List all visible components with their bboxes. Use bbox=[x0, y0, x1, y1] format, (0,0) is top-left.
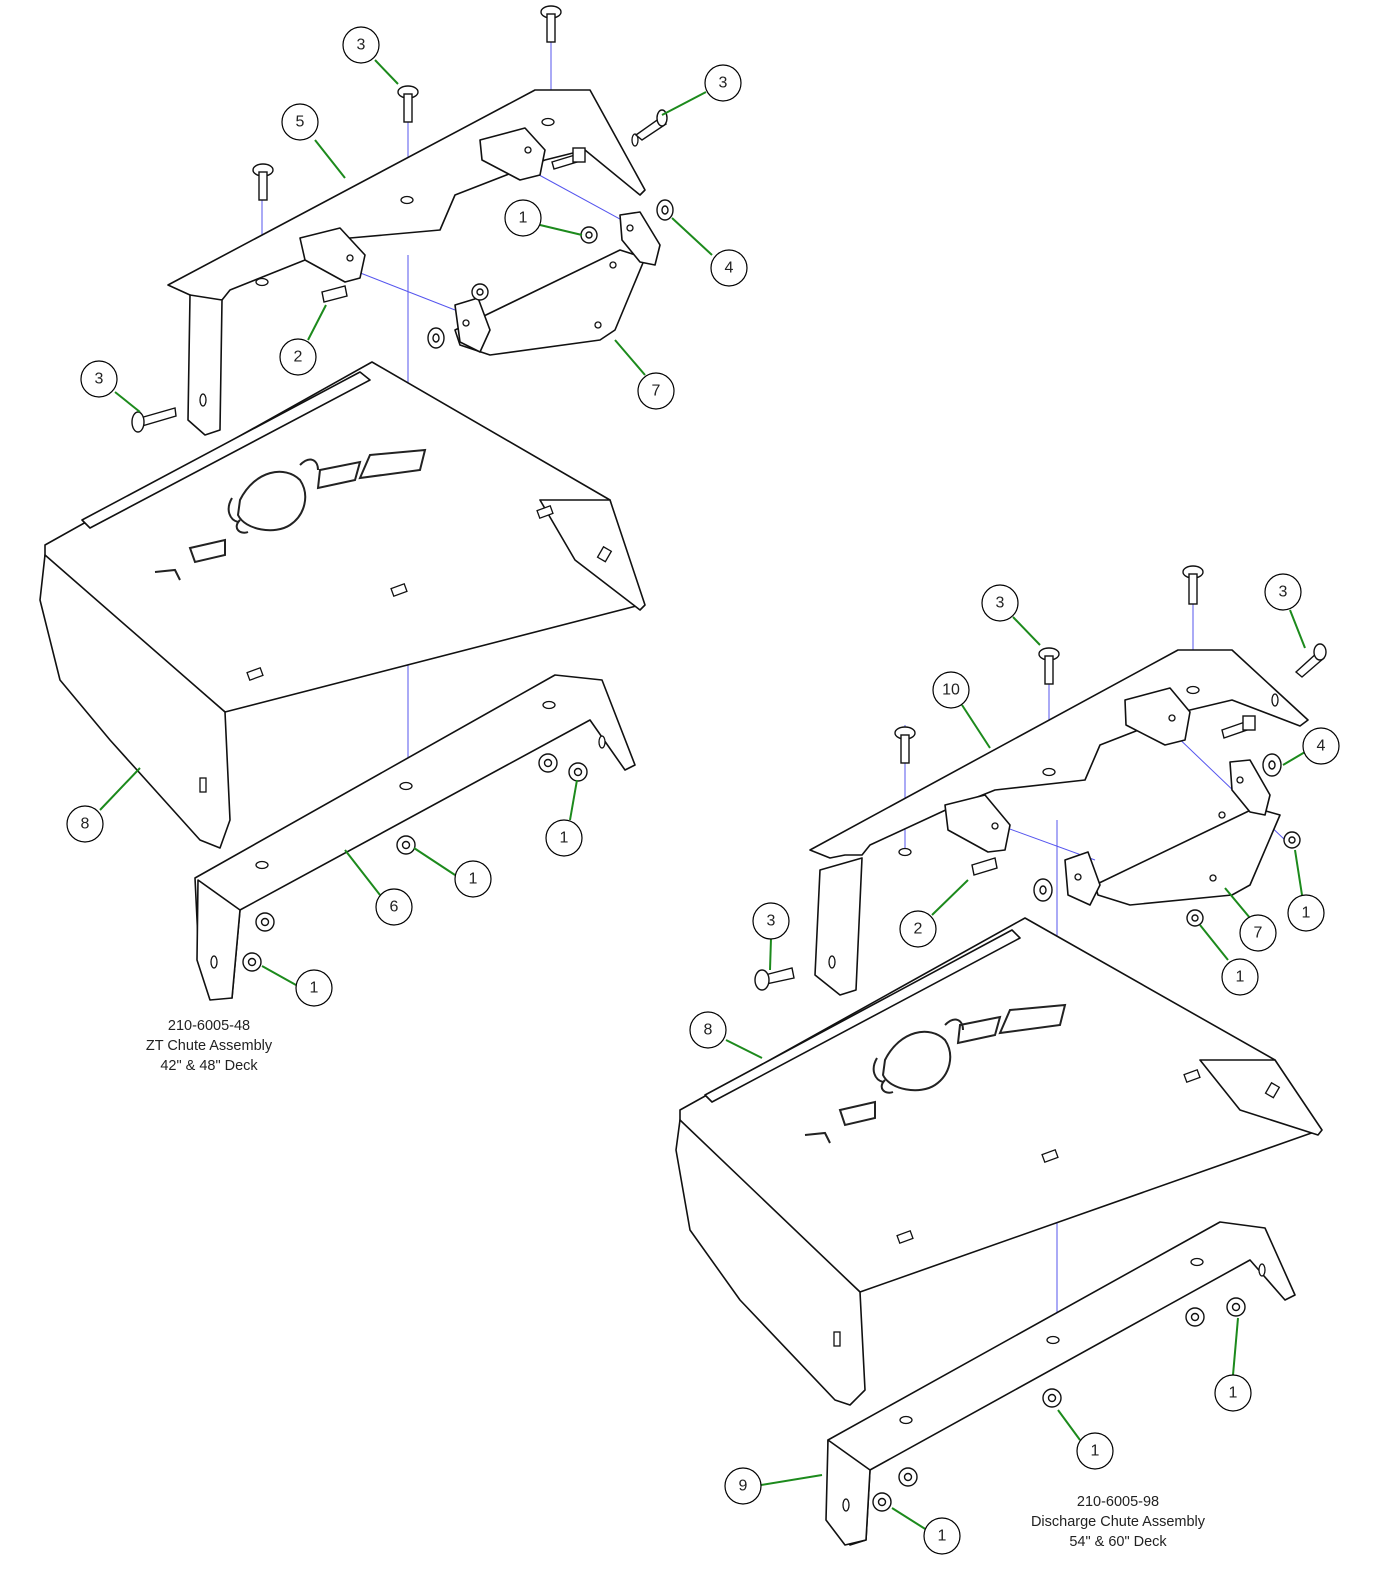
assembly-b: 3 3 10 4 2 7 1 1 3 8 1 1 9 1 bbox=[675, 565, 1340, 1555]
svg-text:8: 8 bbox=[704, 1022, 713, 1039]
callout-a-1-bottom: 1 bbox=[295, 969, 333, 1007]
upper-bracket-part-10 bbox=[809, 649, 1309, 996]
callout-a-7: 7 bbox=[637, 372, 675, 410]
callout-a-3-right: 3 bbox=[704, 64, 742, 102]
svg-text:9: 9 bbox=[739, 1478, 748, 1495]
pivot-bracket-part-7 bbox=[454, 211, 661, 356]
callout-a-8: 8 bbox=[66, 805, 104, 843]
callout-a-2: 2 bbox=[279, 338, 317, 376]
svg-text:6: 6 bbox=[390, 899, 399, 916]
svg-text:3: 3 bbox=[996, 595, 1005, 612]
callout-b-1-bottom: 1 bbox=[923, 1517, 961, 1555]
callout-a-3-top: 3 bbox=[342, 26, 380, 64]
callout-a-4: 4 bbox=[710, 249, 748, 287]
callout-a-1-center: 1 bbox=[454, 860, 492, 898]
svg-text:1: 1 bbox=[519, 210, 528, 227]
chute-body-part-8-b bbox=[675, 917, 1323, 1406]
chute-body-part-8 bbox=[39, 361, 646, 849]
callout-a-6: 6 bbox=[375, 888, 413, 926]
lower-bracket-part-9 bbox=[825, 1221, 1296, 1546]
callout-a-1-right: 1 bbox=[545, 819, 583, 857]
lower-bracket-part-6 bbox=[194, 674, 636, 1001]
callout-b-1-center: 1 bbox=[1221, 958, 1259, 996]
assembly-a-name: ZT Chute Assembly bbox=[145, 1038, 273, 1054]
assembly-a-part-number: 210-6005-48 bbox=[167, 1018, 251, 1034]
svg-text:8: 8 bbox=[81, 816, 90, 833]
svg-text:3: 3 bbox=[1279, 584, 1288, 601]
callout-b-3-left: 3 bbox=[752, 902, 790, 940]
assembly-b-hardware bbox=[754, 565, 1327, 991]
assembly-b-part-number: 210-6005-98 bbox=[1076, 1494, 1160, 1510]
upper-bracket-part-5 bbox=[167, 89, 646, 436]
callout-b-9: 9 bbox=[724, 1467, 762, 1505]
assembly-a-callouts: 3 3 5 1 4 2 7 3 8 1 6 1 1 bbox=[66, 26, 748, 1007]
svg-text:1: 1 bbox=[1229, 1385, 1238, 1402]
svg-text:1: 1 bbox=[1236, 969, 1245, 986]
svg-text:1: 1 bbox=[1091, 1443, 1100, 1460]
svg-text:7: 7 bbox=[652, 383, 661, 400]
callout-b-2: 2 bbox=[899, 910, 937, 948]
svg-text:2: 2 bbox=[914, 921, 923, 938]
svg-text:3: 3 bbox=[767, 913, 776, 930]
assembly-a-caption: 210-6005-48 ZT Chute Assembly 42" & 48" … bbox=[79, 1016, 339, 1076]
callout-b-10: 10 bbox=[932, 671, 970, 709]
pivot-bracket-part-7-b bbox=[1064, 759, 1281, 906]
svg-text:1: 1 bbox=[938, 1528, 947, 1545]
callout-b-1-lower-right: 1 bbox=[1214, 1374, 1252, 1412]
svg-text:4: 4 bbox=[725, 260, 734, 277]
assembly-b-leaders bbox=[725, 609, 1306, 1533]
assembly-b-callouts: 3 3 10 4 2 7 1 1 3 8 1 1 9 1 bbox=[689, 573, 1340, 1555]
svg-text:2: 2 bbox=[294, 349, 303, 366]
callout-b-3-top: 3 bbox=[981, 584, 1019, 622]
svg-text:3: 3 bbox=[357, 37, 366, 54]
svg-text:1: 1 bbox=[560, 830, 569, 847]
assembly-a: 3 3 5 1 4 2 7 3 8 1 6 1 1 bbox=[39, 5, 748, 1007]
callout-b-1-right: 1 bbox=[1287, 894, 1325, 932]
svg-text:5: 5 bbox=[296, 114, 305, 131]
svg-text:10: 10 bbox=[942, 682, 960, 699]
callout-b-7: 7 bbox=[1239, 914, 1277, 952]
bad-boy-logo bbox=[154, 448, 427, 581]
svg-text:1: 1 bbox=[469, 871, 478, 888]
svg-text:4: 4 bbox=[1317, 738, 1326, 755]
bad-boy-logo-b bbox=[804, 1003, 1067, 1144]
svg-text:1: 1 bbox=[310, 980, 319, 997]
callout-a-1-top: 1 bbox=[504, 199, 542, 237]
callout-a-5: 5 bbox=[281, 103, 319, 141]
assembly-a-deck: 42" & 48" Deck bbox=[160, 1058, 258, 1074]
assembly-a-leaders bbox=[99, 59, 713, 986]
callout-b-4: 4 bbox=[1302, 727, 1340, 765]
assembly-b-deck: 54" & 60" Deck bbox=[1069, 1534, 1167, 1550]
svg-text:3: 3 bbox=[95, 371, 104, 388]
svg-text:7: 7 bbox=[1254, 925, 1263, 942]
callout-a-3-left: 3 bbox=[80, 360, 118, 398]
svg-text:1: 1 bbox=[1302, 905, 1311, 922]
callout-b-3-right: 3 bbox=[1264, 573, 1302, 611]
assembly-b-caption: 210-6005-98 Discharge Chute Assembly 54"… bbox=[988, 1492, 1248, 1552]
assembly-b-name: Discharge Chute Assembly bbox=[1030, 1514, 1206, 1530]
callout-b-8: 8 bbox=[689, 1011, 727, 1049]
callout-b-1-lower-center: 1 bbox=[1076, 1432, 1114, 1470]
svg-text:3: 3 bbox=[719, 75, 728, 92]
assembly-a-hardware bbox=[131, 5, 674, 433]
